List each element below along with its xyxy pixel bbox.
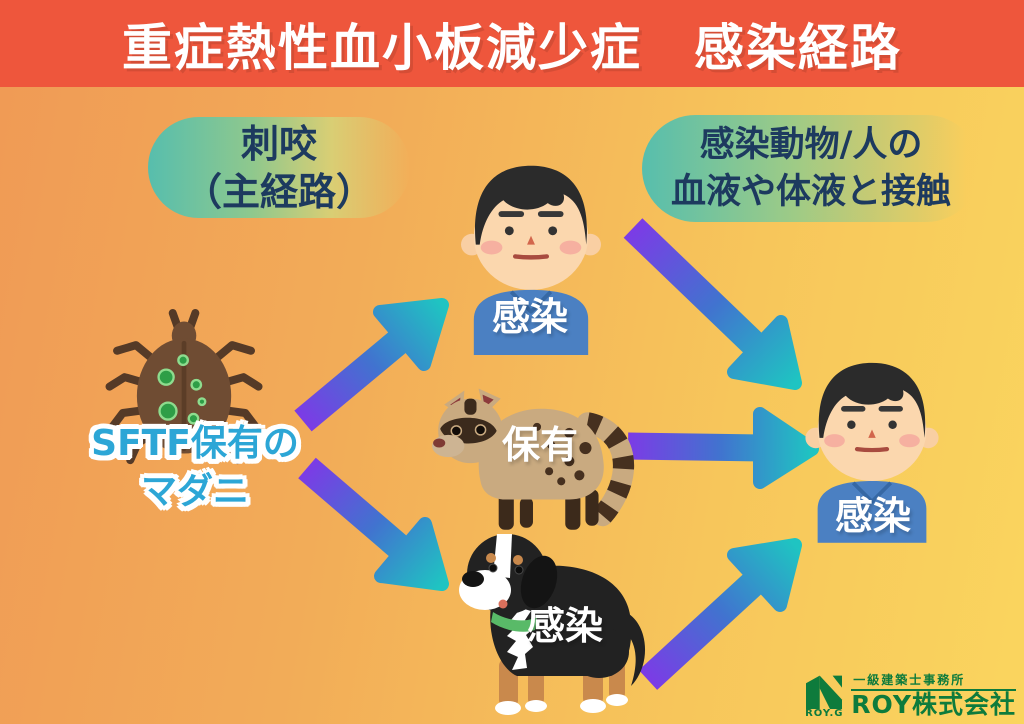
contact-route-label: 感染動物/人の 血液や体液と接触 bbox=[642, 115, 980, 222]
logo-mark-column: ROY.G bbox=[803, 673, 845, 719]
tick-caption-line1: SFTF保有の bbox=[91, 423, 299, 464]
contact-route-line1: 感染動物/人の bbox=[699, 124, 923, 165]
arrow-civet-to-person-icon bbox=[627, 407, 819, 489]
bite-route-line1: 刺咬 bbox=[240, 121, 317, 166]
bite-route-label: 刺咬 （主経路） bbox=[148, 117, 410, 218]
logo-mark-label: ROY.G bbox=[805, 708, 844, 719]
bernese-dog-icon bbox=[433, 518, 658, 718]
logo-office-label: 一級建築士事務所 bbox=[851, 674, 1016, 691]
tick-bug-icon bbox=[102, 290, 267, 470]
contact-route-line2: 血液や体液と接触 bbox=[670, 171, 951, 212]
tick-caption: SFTF保有の マダニ bbox=[68, 420, 322, 516]
status-person-top: 感染 bbox=[491, 295, 568, 339]
tick-caption-line2: マダニ bbox=[140, 471, 249, 512]
title-banner: 重症熱性血小板減少症 感染経路 bbox=[0, 0, 1024, 87]
company-logo: ROY.G 一級建築士事務所 ROY株式会社 bbox=[803, 673, 1016, 719]
page-title: 重症熱性血小板減少症 感染経路 bbox=[122, 18, 902, 77]
arrow-dog-to-person-icon bbox=[638, 538, 802, 690]
bite-route-line2: （主経路） bbox=[183, 169, 374, 214]
status-civet: 保有 bbox=[501, 423, 578, 467]
status-dog: 感染 bbox=[526, 604, 603, 648]
status-person-right: 感染 bbox=[834, 494, 911, 538]
arrow-person-to-person-icon bbox=[623, 218, 802, 390]
roy-n-mark-icon bbox=[806, 675, 843, 709]
logo-company-name: ROY株式会社 bbox=[851, 690, 1016, 719]
civet-animal-icon bbox=[418, 352, 650, 534]
logo-text-column: 一級建築士事務所 ROY株式会社 bbox=[851, 674, 1016, 719]
